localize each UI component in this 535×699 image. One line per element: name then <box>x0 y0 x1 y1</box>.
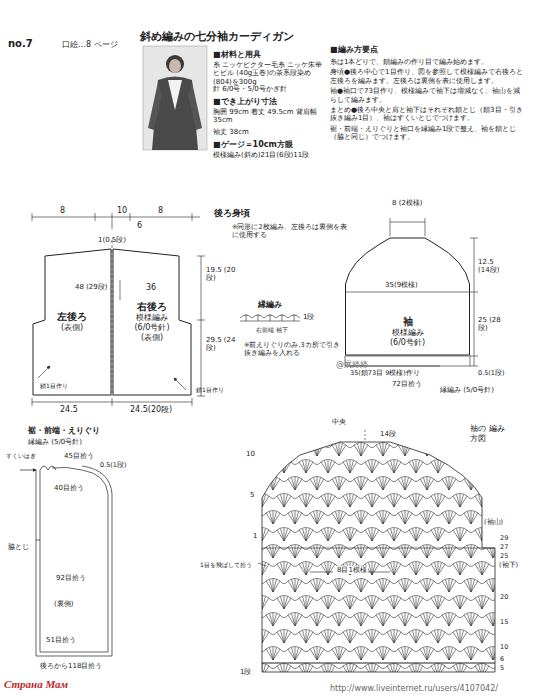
label: 袖の 編み方図 <box>470 424 506 443</box>
label: 45目拾う <box>64 452 94 460</box>
label: 口絵…8 ページ <box>62 40 118 50</box>
label: すくいはぎ <box>6 452 36 459</box>
label: 1段 <box>303 313 314 321</box>
label: 袖丈 38cm <box>213 128 249 136</box>
pattern-piece: 右後ろ模様編み(6/0号針)(表側) <box>112 248 192 396</box>
pattern-piece: 袖模様編み(6/0号針) <box>345 236 470 356</box>
label: 1目を飛ばして拾う <box>200 561 258 568</box>
label: (袖下) <box>499 562 518 570</box>
label: 20 <box>500 594 508 602</box>
piece-outline <box>32 248 112 396</box>
label: ■材料と用具 <box>213 50 261 60</box>
label: 48 (29段) <box>74 283 109 291</box>
label: 裾・前端・えりぐり <box>28 426 100 436</box>
label: 鎖1目作り <box>40 382 68 389</box>
label: no.7 <box>8 38 33 50</box>
label: 6 <box>500 656 504 664</box>
label: (袖山) <box>484 519 503 527</box>
label: 身頃●後ろ中心で1目作り、図を参照して模様編みで右後ろと左後ろを編みます。左後ろ… <box>330 68 526 85</box>
piece-note: 模様編み <box>392 328 424 338</box>
label: ※前えりぐりのみ,3カ所で引き抜き編みを入れる <box>244 342 344 358</box>
label: 右前端 袖下 <box>256 326 288 333</box>
label: Страна Мам <box>4 678 68 691</box>
label: 0.5(1段) <box>478 370 505 378</box>
label: 8 (2模様) <box>392 199 426 207</box>
label: 35(鎖73目 9模様)作り <box>350 370 420 378</box>
label: 51目拾う <box>46 636 76 644</box>
label: 24.5(20段) <box>130 405 172 415</box>
label: 1(0.5段) <box>98 236 126 244</box>
label: 15 <box>500 619 508 627</box>
label: 36 <box>146 283 156 293</box>
label: 胸囲 99cm 着丈 49.5cm 背肩幅 35cm <box>213 108 327 125</box>
piece-name: 袖 <box>403 316 413 329</box>
piece-name: 左後ろ <box>57 311 87 324</box>
label: 脇とじ <box>8 543 29 551</box>
piece-note: 模様編み <box>136 313 168 323</box>
label: 8目1模様 <box>336 566 368 574</box>
label: 裾・前端・えりぐりと袖口を縁編み1段で整え、袖を鎖とじ（脇と同じ）でつけます。 <box>330 125 526 142</box>
label: 縁編み (5/0号針) <box>28 438 82 446</box>
label: 中央 <box>332 418 346 426</box>
label: まとめ●後ろ中央と肩と袖下はそれぞれ鎖とじ（鎖3目・引き抜き編み1目）、袖はすく… <box>330 106 526 123</box>
label: 1 <box>253 532 257 540</box>
piece-note: (6/0号針) <box>390 338 425 348</box>
label: 27 <box>500 544 508 552</box>
label: 縁編み (5/0号針) <box>440 386 494 394</box>
label: 8 <box>60 206 65 216</box>
label: 40目拾う <box>54 484 84 492</box>
label: ■編み方要点 <box>330 45 378 55</box>
label: 0.5(1段) <box>100 462 127 470</box>
label: 針 6/0号・5/0号かぎ針 <box>213 85 287 93</box>
label: ■でき上がり寸法 <box>213 97 277 107</box>
label: 92目拾う <box>56 574 86 582</box>
label: 10 <box>246 450 255 458</box>
label: 24.5 <box>60 405 78 415</box>
label: 1段 <box>240 668 251 676</box>
label: 6 <box>137 221 142 231</box>
label: 5 <box>250 491 254 499</box>
label: ※同形に2枚編み、左後ろは裏側を表に使用する <box>232 224 350 240</box>
label: 29 <box>500 535 508 543</box>
label: 35(9模様) <box>385 281 418 289</box>
label: 8 <box>158 206 163 216</box>
label: 鎖1目作り <box>196 386 224 393</box>
label: 糸 ニッケビクター毛糸 ニッケ朱華ヒビル (40g玉巻)の茶系段染め(804)を… <box>213 61 327 86</box>
label: 72目拾う <box>392 380 422 388</box>
piece-note: (表側) <box>61 323 83 333</box>
label: 模様編み(斜め)21目(6段)11段 <box>213 151 327 159</box>
label: 5 <box>500 665 504 673</box>
label: 19.5 (20段) <box>206 266 236 283</box>
title: 斜め編みの七分袖カーディガン <box>140 30 294 43</box>
label: ■ゲージ＝10cm方眼 <box>213 140 293 150</box>
label: 12.5 (14段) <box>478 258 502 275</box>
label: 袖●袖口で73目作り、模様編みで袖下は増減なく、袖山を減らして編みます。 <box>330 87 526 104</box>
label: 糸は1本どりで、鎖編みの作り目で編み始めます。 <box>330 58 526 66</box>
piece-note: (表側) <box>141 333 163 343</box>
label: 25 (28段) <box>478 316 502 333</box>
pattern-piece: 左後ろ(表側) <box>32 248 112 396</box>
piece-note: (6/0号針) <box>134 323 169 333</box>
label: http://www.liveinternet.ru/users/4107042… <box>330 684 498 694</box>
label: 縁編み <box>258 300 282 310</box>
label: 後ろ身頃 <box>214 208 250 219</box>
label: 29.5 (24段) <box>206 336 236 353</box>
label: (裏側) <box>54 600 73 608</box>
piece-name: 右後ろ <box>137 301 167 314</box>
label: 10 <box>117 206 127 216</box>
label: @展婷婷 <box>336 360 368 370</box>
label: 25 <box>500 553 508 561</box>
label: 14段 <box>380 430 396 438</box>
label: 10 <box>500 644 508 652</box>
label: 後ろから118目拾う <box>40 662 102 670</box>
